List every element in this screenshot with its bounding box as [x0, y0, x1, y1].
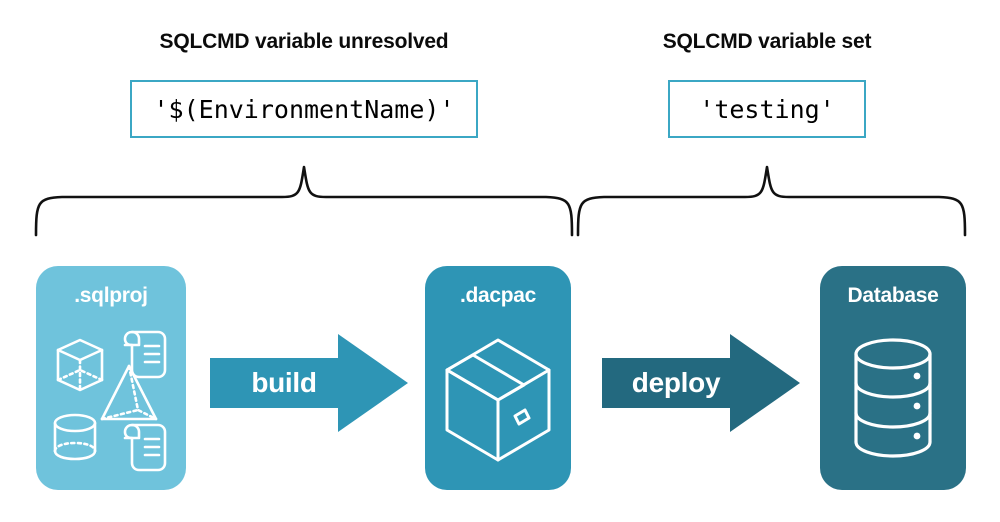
stage-label-database: Database [847, 284, 939, 307]
arrow-deploy-icon [602, 334, 800, 432]
stage-label-dacpac: .dacpac [459, 284, 537, 307]
database-cylinder-icon [854, 338, 932, 458]
package-box-icon [445, 338, 551, 462]
value-text-unresolved: '$(EnvironmentName)' [153, 94, 455, 124]
arrow-build-icon [210, 334, 408, 432]
stage-label-sqlproj: .sqlproj [74, 284, 148, 307]
heading-sqlcmd-unresolved: SQLCMD variable unresolved [159, 30, 449, 53]
database-status-dots [913, 372, 921, 440]
brace-group [34, 165, 967, 237]
stage-box-database: Database [820, 266, 966, 490]
arrow-deploy: deploy [602, 330, 802, 436]
value-box-set: 'testing' [668, 80, 866, 138]
cube-icon [56, 338, 104, 392]
stage-box-dacpac: .dacpac [425, 266, 571, 490]
brace-right-icon [576, 165, 967, 237]
brace-left-icon [34, 165, 574, 237]
stage-box-sqlproj: .sqlproj [36, 266, 186, 490]
database-artwork [854, 338, 932, 458]
pyramid-icon [100, 364, 158, 421]
value-box-unresolved: '$(EnvironmentName)' [130, 80, 478, 138]
sqlproj-artwork [53, 330, 167, 472]
heading-sqlcmd-set: SQLCMD variable set [662, 30, 872, 53]
script-scroll-icon [123, 330, 167, 379]
dacpac-artwork [445, 338, 551, 462]
script-scroll-icon [123, 423, 167, 472]
arrow-build: build [210, 330, 410, 436]
value-text-set: 'testing' [699, 94, 835, 124]
cylinder-icon [53, 413, 97, 461]
